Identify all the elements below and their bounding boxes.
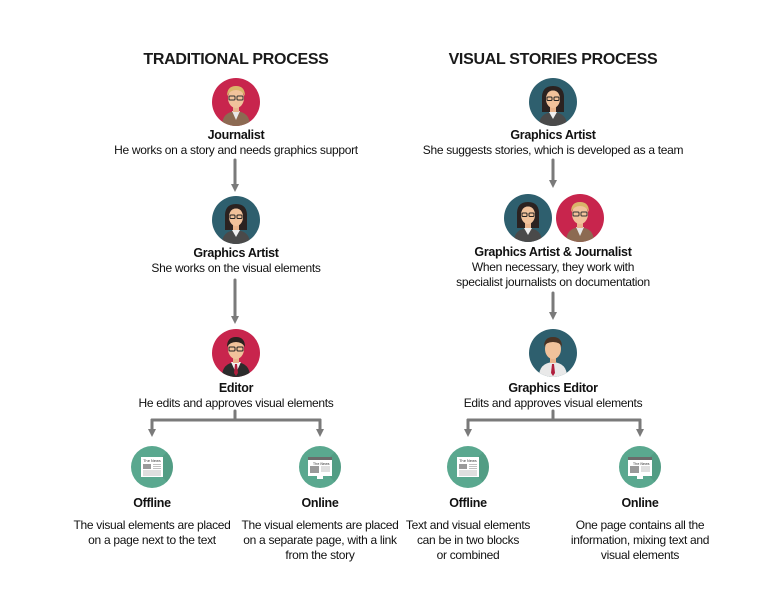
journalist-node: Journalist He works on a story and needs… [86, 128, 386, 158]
editor-avatar-icon [212, 329, 260, 377]
journalist-avatar-icon [212, 78, 260, 126]
right-offline-desc-2: can be in two blocks [416, 533, 520, 547]
traditional-process-heading: TRADITIONAL PROCESS [143, 51, 329, 68]
right-online-title: Online [621, 496, 659, 510]
right-online-desc-1: One page contains all the [575, 518, 705, 532]
team-node: Graphics Artist & Journalist When necess… [403, 245, 703, 290]
right-offline-node: Offline Text and visual elements can be … [383, 496, 553, 563]
right-offline-title: Offline [449, 496, 487, 510]
right-newspaper-masthead: The News [458, 459, 477, 463]
left-offline-desc-2: on a page next to the text [88, 533, 216, 547]
web-page-masthead: The News [312, 462, 330, 466]
left-graphics-artist-node: Graphics Artist She works on the visual … [86, 246, 386, 276]
right-online-desc-2: information, mixing text and [570, 533, 710, 547]
right-graphics-artist-node: Graphics Artist She suggests stories, wh… [403, 128, 703, 158]
right-online-node: Online One page contains all the informa… [555, 496, 725, 563]
web-page-icon: The News [299, 446, 341, 488]
right-web-page-icon: The News [619, 446, 661, 488]
left-online-desc-2: on a separate page, with a link [243, 533, 397, 547]
left-offline-node: Offline The visual elements are placed o… [67, 496, 237, 548]
right-offline-desc-3: or combined [436, 548, 500, 562]
newspaper-icon: The News [131, 446, 173, 488]
visual-stories-process-heading: VISUAL STORIES PROCESS [448, 51, 658, 68]
left-offline-desc-1: The visual elements are placed [73, 518, 231, 532]
newspaper-masthead: The News [142, 459, 161, 463]
left-artist-title: Graphics Artist [193, 246, 279, 260]
right-artist-desc: She suggests stories, which is developed… [422, 143, 684, 157]
left-online-title: Online [301, 496, 339, 510]
right-online-desc-3: visual elements [600, 548, 680, 562]
graphics-editor-node: Graphics Editor Edits and approves visua… [403, 381, 703, 411]
right-artist-title: Graphics Artist [510, 128, 596, 142]
right-offline-desc-1: Text and visual elements [405, 518, 531, 532]
team-journalist-avatar-icon [556, 194, 604, 242]
team-graphics-artist-avatar-icon [504, 194, 552, 242]
right-newspaper-icon: The News [447, 446, 489, 488]
editor-node: Editor He edits and approves visual elem… [86, 381, 386, 411]
graphics-editor-avatar-icon [529, 329, 577, 377]
graphics-editor-desc: Edits and approves visual elements [463, 396, 643, 410]
left-online-desc-1: The visual elements are placed [241, 518, 399, 532]
graphics-artist-avatar-icon [212, 196, 260, 244]
right-web-page-masthead: The News [632, 462, 650, 466]
journalist-desc: He works on a story and needs graphics s… [114, 143, 358, 157]
left-online-node: Online The visual elements are placed on… [235, 496, 405, 563]
left-online-desc-3: from the story [285, 548, 355, 562]
left-artist-desc: She works on the visual elements [151, 261, 321, 275]
team-desc-2: specialist journalists on documentation [456, 275, 650, 289]
editor-title: Editor [218, 381, 254, 395]
team-desc-1: When necessary, they work with [471, 260, 635, 274]
right-graphics-artist-avatar-icon [529, 78, 577, 126]
journalist-title: Journalist [207, 128, 265, 142]
editor-desc: He edits and approves visual elements [138, 396, 334, 410]
left-offline-title: Offline [133, 496, 171, 510]
team-title: Graphics Artist & Journalist [474, 245, 632, 259]
graphics-editor-title: Graphics Editor [508, 381, 598, 395]
